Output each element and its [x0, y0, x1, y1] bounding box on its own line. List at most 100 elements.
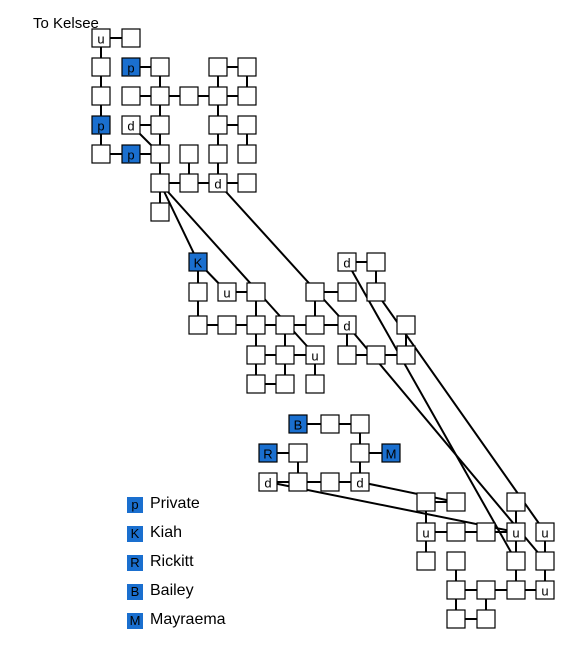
room-cell: [179, 86, 199, 106]
room-cell: [246, 282, 266, 302]
cell-box: [535, 580, 555, 600]
cell-box: [208, 57, 228, 77]
cell-box: [288, 443, 308, 463]
cell-box: [366, 252, 386, 272]
cell-box: [416, 551, 436, 571]
cell-label: R: [263, 447, 272, 462]
cell-label: p: [127, 148, 134, 163]
room-cell: [337, 345, 357, 365]
cell-box: [150, 173, 170, 193]
room-cell: [396, 345, 416, 365]
room-cell: [237, 86, 257, 106]
connector-line: [159, 182, 199, 263]
room-cell: [208, 144, 228, 164]
legend-label: Rickitt: [150, 553, 194, 570]
room-cell: [188, 315, 208, 335]
room-cell: [179, 173, 199, 193]
cell-box: [91, 115, 111, 135]
stair-cell-d: d: [350, 472, 370, 492]
cell-box: [337, 345, 357, 365]
room-cell-B: B: [288, 414, 308, 434]
room-cell: [121, 86, 141, 106]
cell-box: [258, 472, 278, 492]
cell-label: d: [264, 476, 271, 491]
cell-label: d: [343, 319, 350, 334]
cell-box: [337, 282, 357, 302]
cell-box: [506, 580, 526, 600]
cell-box: [237, 144, 257, 164]
cell-box: [535, 551, 555, 571]
cell-box: [506, 522, 526, 542]
cell-box: [188, 315, 208, 335]
room-cell: [150, 115, 170, 135]
room-cell: [476, 522, 496, 542]
cell-label: u: [541, 584, 548, 599]
room-cell: [446, 492, 466, 512]
room-cell: [121, 28, 141, 48]
cell-box: [121, 57, 141, 77]
cell-box: [91, 28, 111, 48]
room-cell: [366, 345, 386, 365]
cell-box: [320, 472, 340, 492]
cell-box: [150, 86, 170, 106]
cell-box: [396, 345, 416, 365]
stair-cell-d: d: [208, 173, 228, 193]
room-cell: [396, 315, 416, 335]
legend-swatch: M: [127, 613, 143, 629]
cell-label: d: [356, 476, 363, 491]
cell-label: p: [127, 61, 134, 76]
room-cell: [416, 551, 436, 571]
room-cell: [446, 609, 466, 629]
cell-box: [305, 345, 325, 365]
room-cell: [208, 115, 228, 135]
room-cell: [506, 492, 526, 512]
cell-box: [246, 374, 266, 394]
cell-box: [288, 414, 308, 434]
cell-label: u: [541, 526, 548, 541]
cell-box: [350, 414, 370, 434]
room-cell-R: R: [258, 443, 278, 463]
legend-label: Private: [150, 495, 200, 512]
stair-cell-u: u: [506, 522, 526, 542]
cell-box: [246, 315, 266, 335]
room-cell: [476, 580, 496, 600]
cell-label: u: [512, 526, 519, 541]
cell-box: [237, 86, 257, 106]
cell-box: [416, 522, 436, 542]
room-cell: [446, 551, 466, 571]
legend-label: Mayraema: [150, 611, 226, 628]
room-cell: [208, 86, 228, 106]
room-cell: [350, 414, 370, 434]
room-cell-M: M: [381, 443, 401, 463]
room-cell: [305, 374, 325, 394]
cell-box: [91, 86, 111, 106]
cell-box: [305, 315, 325, 335]
cell-box: [121, 28, 141, 48]
room-cell: [246, 345, 266, 365]
legend-label: Kiah: [150, 524, 183, 541]
cell-label: u: [311, 349, 318, 364]
cell-box: [337, 315, 357, 335]
room-cell: [246, 374, 266, 394]
room-cell: [446, 580, 466, 600]
cell-box: [217, 282, 237, 302]
room-cell: [337, 282, 357, 302]
room-cell: [217, 315, 237, 335]
connector-line: [346, 261, 517, 562]
room-cell: [320, 472, 340, 492]
cell-box: [188, 282, 208, 302]
cell-box: [506, 492, 526, 512]
cell-box: [91, 57, 111, 77]
cell-box: [476, 609, 496, 629]
room-cell: [237, 144, 257, 164]
stair-cell-u: u: [91, 28, 111, 48]
cell-box: [237, 173, 257, 193]
cell-label: B: [294, 418, 303, 433]
cell-label: d: [127, 119, 134, 134]
room-cell: [91, 57, 111, 77]
room-cell: [506, 580, 526, 600]
cell-box: [275, 345, 295, 365]
cell-box: [535, 522, 555, 542]
room-cell: [446, 522, 466, 542]
cell-box: [476, 522, 496, 542]
